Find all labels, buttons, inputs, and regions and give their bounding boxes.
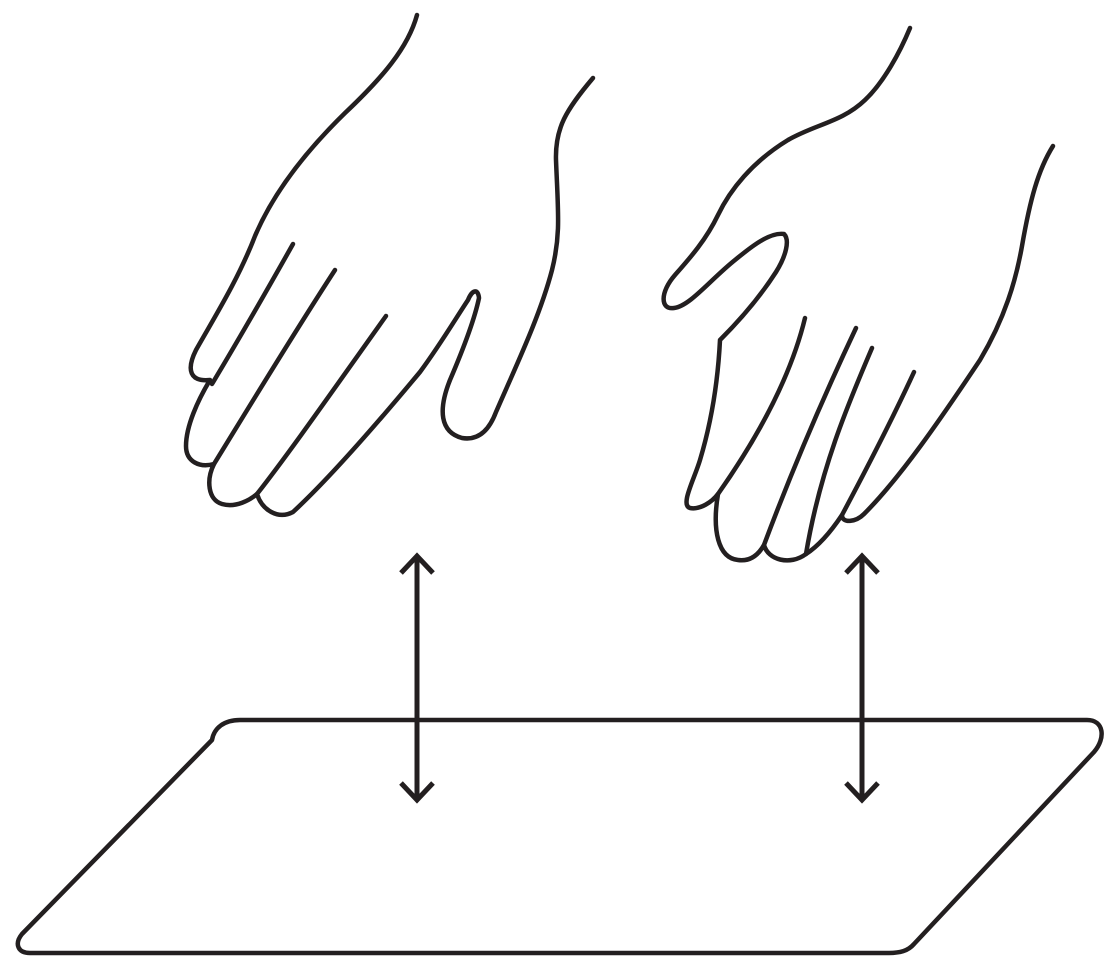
right-hand-finger-line-4	[839, 369, 917, 518]
left-hand-icon	[183, 12, 596, 518]
surface-outline	[15, 717, 1104, 956]
right-hand-icon	[661, 25, 1056, 563]
double-arrow-icon	[399, 552, 435, 804]
right-hand-finger-line-1	[715, 315, 808, 497]
left-hand-outline	[183, 12, 596, 518]
left-hand-finger-line-3	[254, 313, 389, 497]
right-arrow-head-up	[844, 552, 880, 575]
left-hand-finger-line-2	[211, 267, 338, 467]
right-hand-finger-line-2	[761, 325, 859, 548]
left-hand-finger-line-1	[209, 241, 296, 387]
double-arrow-icon	[844, 552, 880, 804]
left-arrow-head-up	[399, 552, 435, 575]
right-hand-outline	[661, 25, 1056, 563]
left-arrow-head-down	[399, 781, 435, 804]
flat-surface-icon	[15, 717, 1104, 956]
right-hand-finger-line-3	[803, 345, 875, 557]
right-arrow-head-down	[844, 781, 880, 804]
